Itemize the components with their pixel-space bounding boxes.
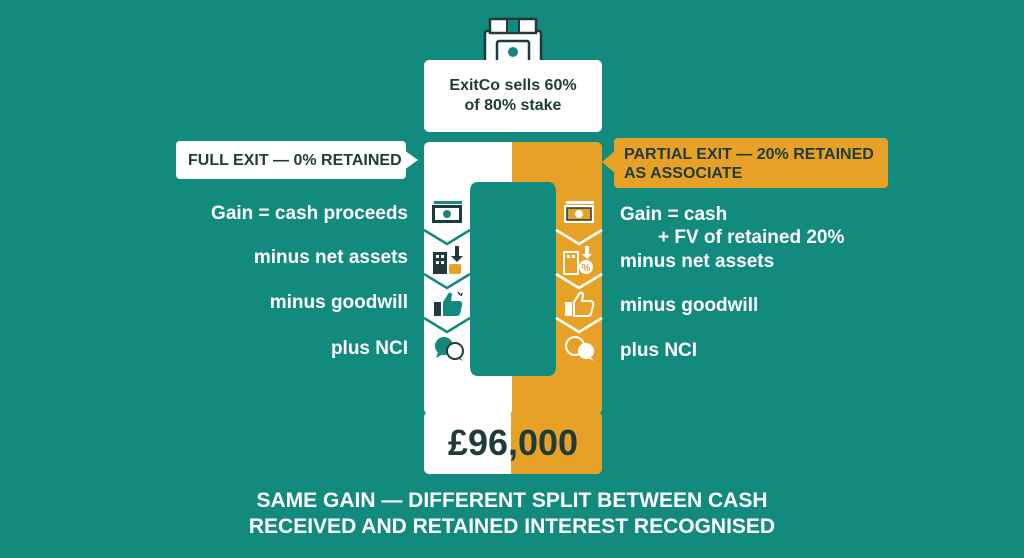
- left-item-goodwill: minus goodwill: [269, 292, 408, 313]
- left-chevron-1: [423, 228, 471, 246]
- left-item-gain: Gain = cash proceeds: [211, 203, 408, 224]
- total-gain-box: £96,000: [424, 412, 602, 474]
- thumbs-up-icon-right: [565, 291, 595, 317]
- right-item-nci: plus NCI: [620, 340, 698, 361]
- partial-exit-callout-line2: AS ASSOCIATE: [624, 165, 743, 182]
- right-item-goodwill: minus goodwill: [620, 295, 759, 316]
- right-chevron-1: [555, 228, 603, 246]
- right-item-gain-fv: + FV of retained 20%: [658, 227, 845, 248]
- net-assets-percent-icon: %: [563, 246, 593, 275]
- right-chevron-3: [555, 316, 603, 334]
- right-item-gain: Gain = cash: [620, 204, 728, 225]
- cash-icon-right: [564, 201, 594, 223]
- footer-line1: SAME GAIN — DIFFERENT SPLIT BETWEEN CASH: [256, 489, 768, 512]
- exit-summary-line1: ExitCo sells 60%: [449, 77, 577, 94]
- right-callout-pointer: [602, 150, 616, 174]
- full-exit-callout: FULL EXIT — 0% RETAINED: [188, 152, 402, 169]
- exit-summary-line2: of 80% stake: [464, 97, 562, 114]
- left-item-net-assets: minus net assets: [253, 247, 408, 268]
- left-callout-box: [176, 141, 406, 179]
- exit-summary-box: ExitCo sells 60% of 80% stake: [424, 60, 602, 132]
- svg-text:%: %: [582, 263, 591, 274]
- total-left-half: [424, 412, 511, 474]
- right-bracket: [512, 142, 602, 414]
- right-callout-box: [614, 138, 888, 188]
- net-assets-icon: [433, 246, 463, 274]
- partial-exit-callout: PARTIAL EXIT — 20% RETAINED AS ASSOCIATE: [624, 145, 874, 183]
- left-chevron-2: [423, 272, 471, 290]
- partial-exit-callout-line1: PARTIAL EXIT — 20% RETAINED: [624, 146, 874, 163]
- left-bracket: [424, 142, 512, 414]
- total-gain-value: £96,000: [447, 422, 579, 463]
- left-item-nci: plus NCI: [330, 338, 408, 359]
- right-item-net-assets: minus net assets: [620, 251, 775, 272]
- speech-bubbles-icon: [435, 337, 464, 361]
- left-callout-pointer: [404, 150, 418, 170]
- right-chevron-2: [555, 272, 603, 290]
- speech-bubbles-icon-right: [565, 336, 594, 361]
- left-chevron-3: [423, 316, 471, 334]
- cash-icon: [432, 201, 462, 223]
- thumbs-up-icon: [434, 291, 463, 316]
- footer-line2: RECEIVED AND RETAINED INTEREST RECOGNISE…: [248, 515, 776, 538]
- total-right-half: [511, 412, 602, 474]
